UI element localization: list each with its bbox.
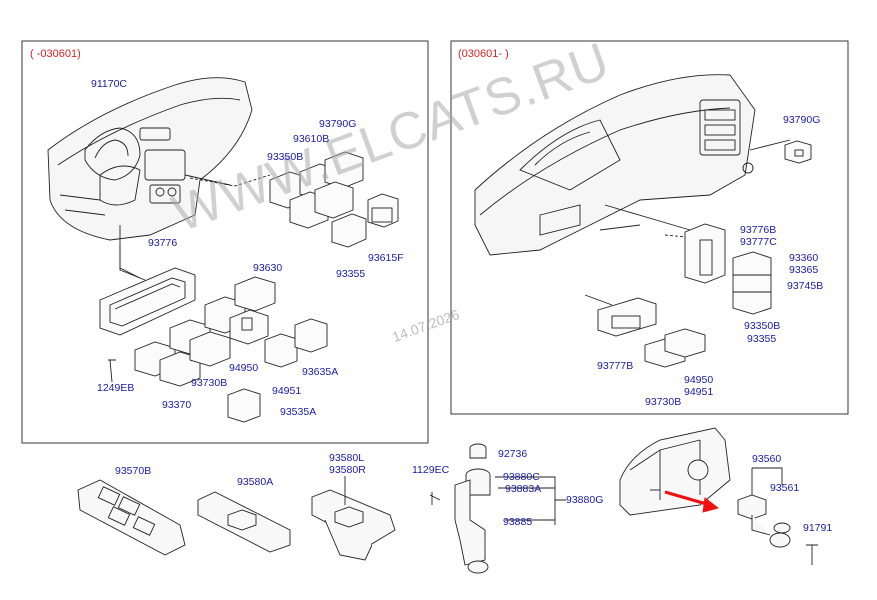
part-label-93580L[interactable]: 93580L [329,452,365,464]
part-label-92736[interactable]: 92736 [498,448,528,460]
right-panel-label: (030601- ) [458,48,509,60]
part-label-93610B[interactable]: 93610B [293,133,330,145]
left-panel-frame [21,40,429,444]
red-arrow-head [702,497,719,513]
part-label-93350B-left[interactable]: 93350B [267,151,304,163]
red-arrow-line [664,490,711,507]
part-label-93355-left[interactable]: 93355 [336,268,366,280]
leader-93880 [495,476,566,525]
part-label-93570B[interactable]: 93570B [115,465,152,477]
actuator-93880G [429,443,491,574]
part-label-93580A[interactable]: 93580A [237,476,274,488]
part-label-93360[interactable]: 93360 [789,252,819,264]
left-panel-label: ( -030601) [30,48,81,60]
part-label-1249EB[interactable]: 1249EB [97,382,135,394]
power-window-switch-93570B [77,479,186,556]
part-label-94950-right[interactable]: 94950 [684,374,714,386]
part-label-93580R[interactable]: 93580R [329,464,366,476]
components-right [597,140,812,368]
dashboard-left [47,77,253,281]
part-label-93776B[interactable]: 93776B [740,224,777,236]
car-door-93560 [619,427,731,516]
right-panel-frame [450,40,849,415]
part-label-94950-left[interactable]: 94950 [229,362,259,374]
small-switches-left [134,276,328,423]
leader-dash-1 [189,174,271,187]
part-label-91170C[interactable]: 91170C [91,78,128,90]
dashboard-right [474,74,756,256]
part-label-93885[interactable]: 93885 [503,516,533,528]
part-label-93350B-right[interactable]: 93350B [744,320,781,332]
part-label-93365[interactable]: 93365 [789,264,819,276]
part-label-93370[interactable]: 93370 [162,399,192,411]
part-label-93776-left[interactable]: 93776 [148,237,178,249]
part-label-93615F[interactable]: 93615F [368,252,404,264]
part-label-93730B-right[interactable]: 93730B [645,396,682,408]
bezel-left [99,267,196,336]
part-label-93355-right[interactable]: 93355 [747,333,777,345]
part-label-93635A[interactable]: 93635A [302,366,339,378]
part-label-94951-left[interactable]: 94951 [272,385,302,397]
part-label-93535A[interactable]: 93535A [280,406,317,418]
part-label-93745B[interactable]: 93745B [787,280,824,292]
part-label-93790G-left[interactable]: 93790G [319,118,357,130]
part-label-1129EC[interactable]: 1129EC [412,464,450,476]
leader-93560 [751,467,783,495]
screw-1249EB [108,359,116,383]
part-label-91791[interactable]: 91791 [803,522,833,534]
part-label-93777B[interactable]: 93777B [597,360,634,372]
part-label-93883A[interactable]: 93883A [505,483,542,495]
part-label-93790G-right[interactable]: 93790G [783,114,821,126]
part-label-93630[interactable]: 93630 [253,262,283,274]
part-label-93560[interactable]: 93560 [752,453,782,465]
leader-93776 [119,245,141,279]
window-switch-93580L [311,489,396,561]
switch-cluster-left [269,151,399,248]
part-label-93880G[interactable]: 93880G [566,494,604,506]
part-label-93561[interactable]: 93561 [770,482,800,494]
part-label-93730B-left[interactable]: 93730B [191,377,228,389]
window-switch-93580A [197,491,291,553]
part-label-93777C[interactable]: 93777C [740,236,777,248]
part-label-94951-right[interactable]: 94951 [684,386,714,398]
part-label-93880C[interactable]: 93880C [503,471,540,483]
leader-right-1 [584,139,791,306]
